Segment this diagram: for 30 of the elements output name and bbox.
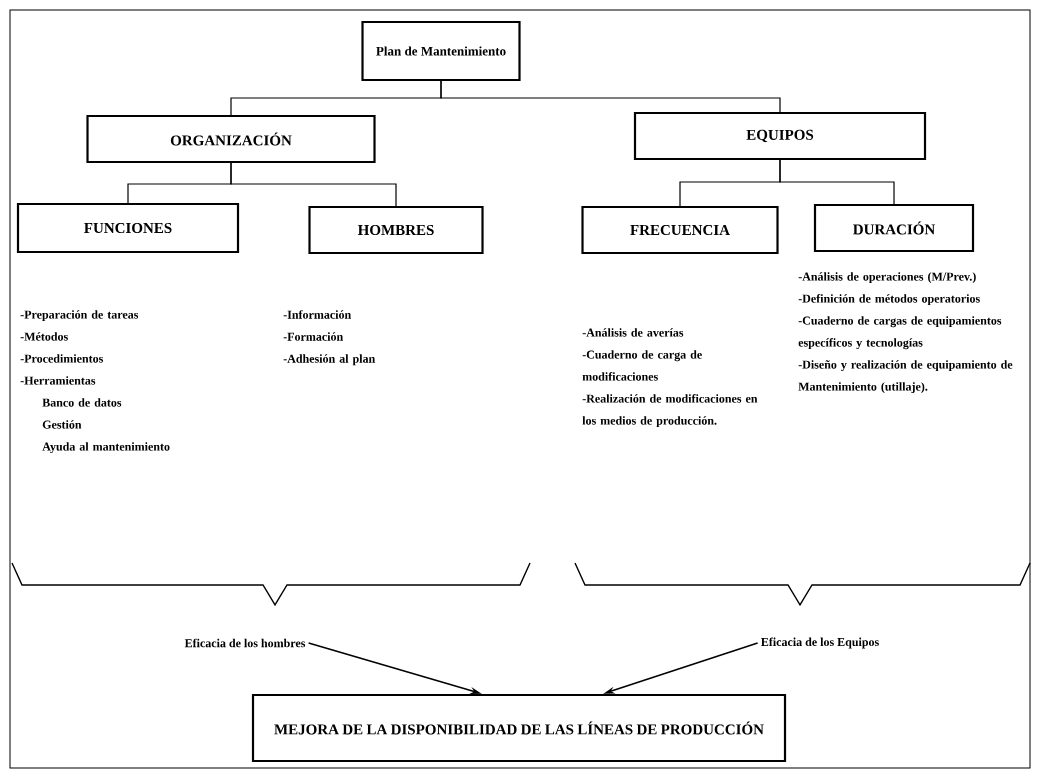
list-item: -Adhesión al plan [283, 354, 376, 366]
list-item: -Realización de modificaciones en los medios de producción. [582, 394, 758, 428]
connector-line [779, 159, 895, 205]
title-box: ORGANIZACIÓN [86, 114, 376, 164]
list-item: -Diseño y realización de equipamiento de Mantenimiento (utillaje). [798, 360, 1013, 394]
list-item: -Herramientas [20, 376, 96, 385]
list-item: Banco de datos [42, 398, 122, 407]
list-item: -Preparación de tareas [20, 310, 139, 322]
connector-line [230, 162, 397, 207]
list-item: -Métodos [20, 332, 68, 341]
connector-line [440, 80, 781, 113]
title-box: HOMBRES [308, 205, 484, 255]
list-item: -Definición de métodos operatorios [798, 294, 980, 306]
list-item: -Información [283, 310, 351, 319]
list-item: -Cuaderno de carga de modificaciones [582, 350, 702, 381]
title-box: EQUIPOS [633, 111, 927, 161]
caption-text: Eficacia de los hombres [184, 638, 306, 648]
list-item: -Cuaderno de cargas de equipamientos específicos y tecnologías [798, 316, 1002, 350]
title-box: Plan de Mantenimiento [361, 20, 521, 82]
list-item: Gestión [42, 420, 82, 429]
title-box: MEJORA DE LA DISPONIBILIDAD DE LAS LÍNEAS DE PRODUCCIÓN [251, 693, 787, 763]
list-item: -Formación [283, 332, 343, 341]
list-item: Ayuda al mantenimiento [42, 442, 170, 454]
title-box: FUNCIONES [16, 202, 240, 254]
list-item: -Análisis de averías [582, 328, 684, 337]
title-box: DURACIÓN [813, 203, 975, 253]
list-item: -Procedimientos [20, 354, 103, 363]
caption-text: Eficacia de los Equipos [761, 637, 879, 649]
title-box: FRECUENCIA [581, 205, 779, 255]
list-item: -Análisis de operaciones (M/Prev.) [798, 272, 976, 284]
